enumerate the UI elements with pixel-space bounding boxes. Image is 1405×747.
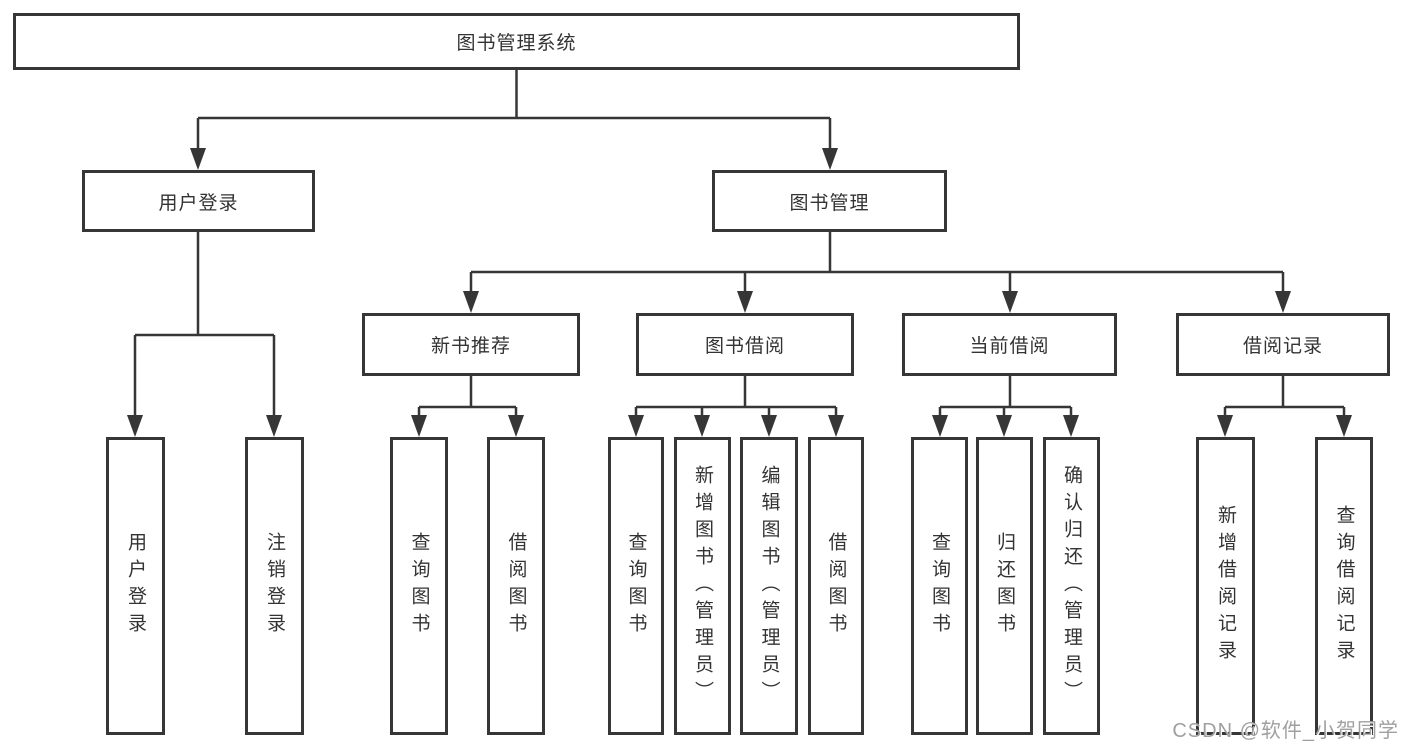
node-current-borrow-label: 当前借阅	[969, 336, 1050, 357]
node-leaf-query-books-borrow: 查询图书	[608, 437, 664, 735]
node-user-login-label: 用户登录	[158, 192, 239, 214]
node-leaf-edit-books-admin: 编辑图书（管理员）	[740, 437, 798, 735]
leaf-label: 查询图书	[408, 532, 430, 640]
node-leaf-return-books: 归还图书	[976, 437, 1033, 735]
leaf-label: 查询图书	[929, 532, 950, 640]
arrow-heads	[127, 148, 1352, 437]
node-leaf-query-books-current: 查询图书	[911, 437, 968, 735]
leaf-label: 借阅图书	[505, 532, 527, 640]
node-leaf-user-login: 用户登录	[106, 437, 165, 735]
leaf-label: 查询借阅记录	[1333, 505, 1355, 667]
leaf-label: 注销登录	[264, 532, 285, 640]
node-book-management-label: 图书管理	[789, 192, 870, 214]
node-leaf-add-borrow-record: 新增借阅记录	[1196, 437, 1255, 735]
leaf-label: 新增图书（管理员）	[692, 464, 713, 708]
connector-paths	[133, 70, 1346, 422]
node-borrow-record-label: 借阅记录	[1242, 336, 1323, 357]
leaf-label: 编辑图书（管理员）	[758, 464, 780, 708]
node-leaf-logout: 注销登录	[245, 437, 304, 735]
leaf-label: 新增借阅记录	[1215, 505, 1236, 667]
node-current-borrow: 当前借阅	[902, 313, 1117, 376]
node-leaf-borrow-books: 借阅图书	[808, 437, 864, 735]
node-leaf-query-borrow-record: 查询借阅记录	[1315, 437, 1373, 735]
leaf-label: 查询图书	[625, 532, 647, 640]
leaf-label: 归还图书	[994, 532, 1015, 640]
node-leaf-borrow-books-recommend: 借阅图书	[487, 437, 545, 735]
node-root-label: 图书管理系统	[456, 33, 577, 54]
node-leaf-query-books-recommend: 查询图书	[390, 437, 448, 735]
node-book-borrow-label: 图书借阅	[704, 336, 785, 357]
leaf-label: 借阅图书	[825, 532, 847, 640]
node-book-borrow: 图书借阅	[636, 313, 854, 376]
node-borrow-record: 借阅记录	[1176, 313, 1390, 376]
node-user-login: 用户登录	[82, 170, 315, 232]
node-leaf-add-books-admin: 新增图书（管理员）	[674, 437, 731, 735]
node-root-system: 图书管理系统	[13, 13, 1020, 70]
node-book-management: 图书管理	[712, 170, 947, 232]
node-leaf-confirm-return-admin: 确认归还（管理员）	[1043, 437, 1100, 735]
leaf-label: 用户登录	[125, 532, 146, 640]
node-new-book-recommend: 新书推荐	[362, 313, 580, 376]
leaf-label: 确认归还（管理员）	[1061, 464, 1082, 708]
node-new-book-recommend-label: 新书推荐	[430, 336, 511, 357]
